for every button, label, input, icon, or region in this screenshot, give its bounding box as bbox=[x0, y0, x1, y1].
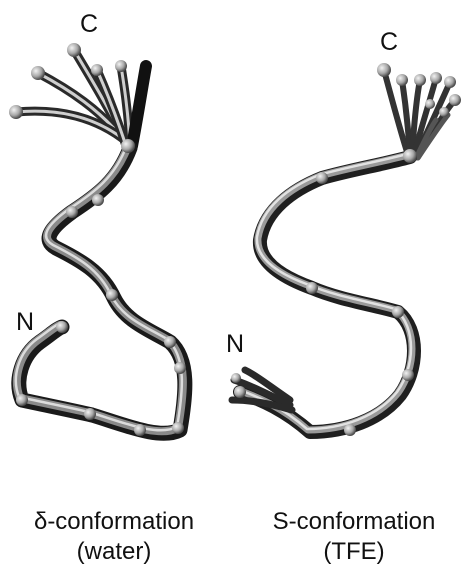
right-n-terminus-label: N bbox=[226, 330, 244, 358]
left-c-alpha-beads bbox=[9, 43, 186, 436]
left-n-terminus-label: N bbox=[16, 308, 34, 336]
delta-caption-title: δ-conformation bbox=[4, 507, 224, 537]
delta-conformation-caption: δ-conformation (water) bbox=[4, 507, 224, 567]
s-conformation-caption: S-conformation (TFE) bbox=[244, 507, 464, 567]
s-caption-title: S-conformation bbox=[244, 507, 464, 537]
s-caption-solvent: (TFE) bbox=[244, 537, 464, 567]
s-conformation-structure: C N bbox=[226, 28, 461, 436]
left-c-terminus-label: C bbox=[80, 10, 98, 38]
delta-conformation-structure: C N bbox=[9, 10, 186, 436]
delta-caption-solvent: (water) bbox=[4, 537, 224, 567]
right-c-terminus-label: C bbox=[380, 28, 398, 56]
